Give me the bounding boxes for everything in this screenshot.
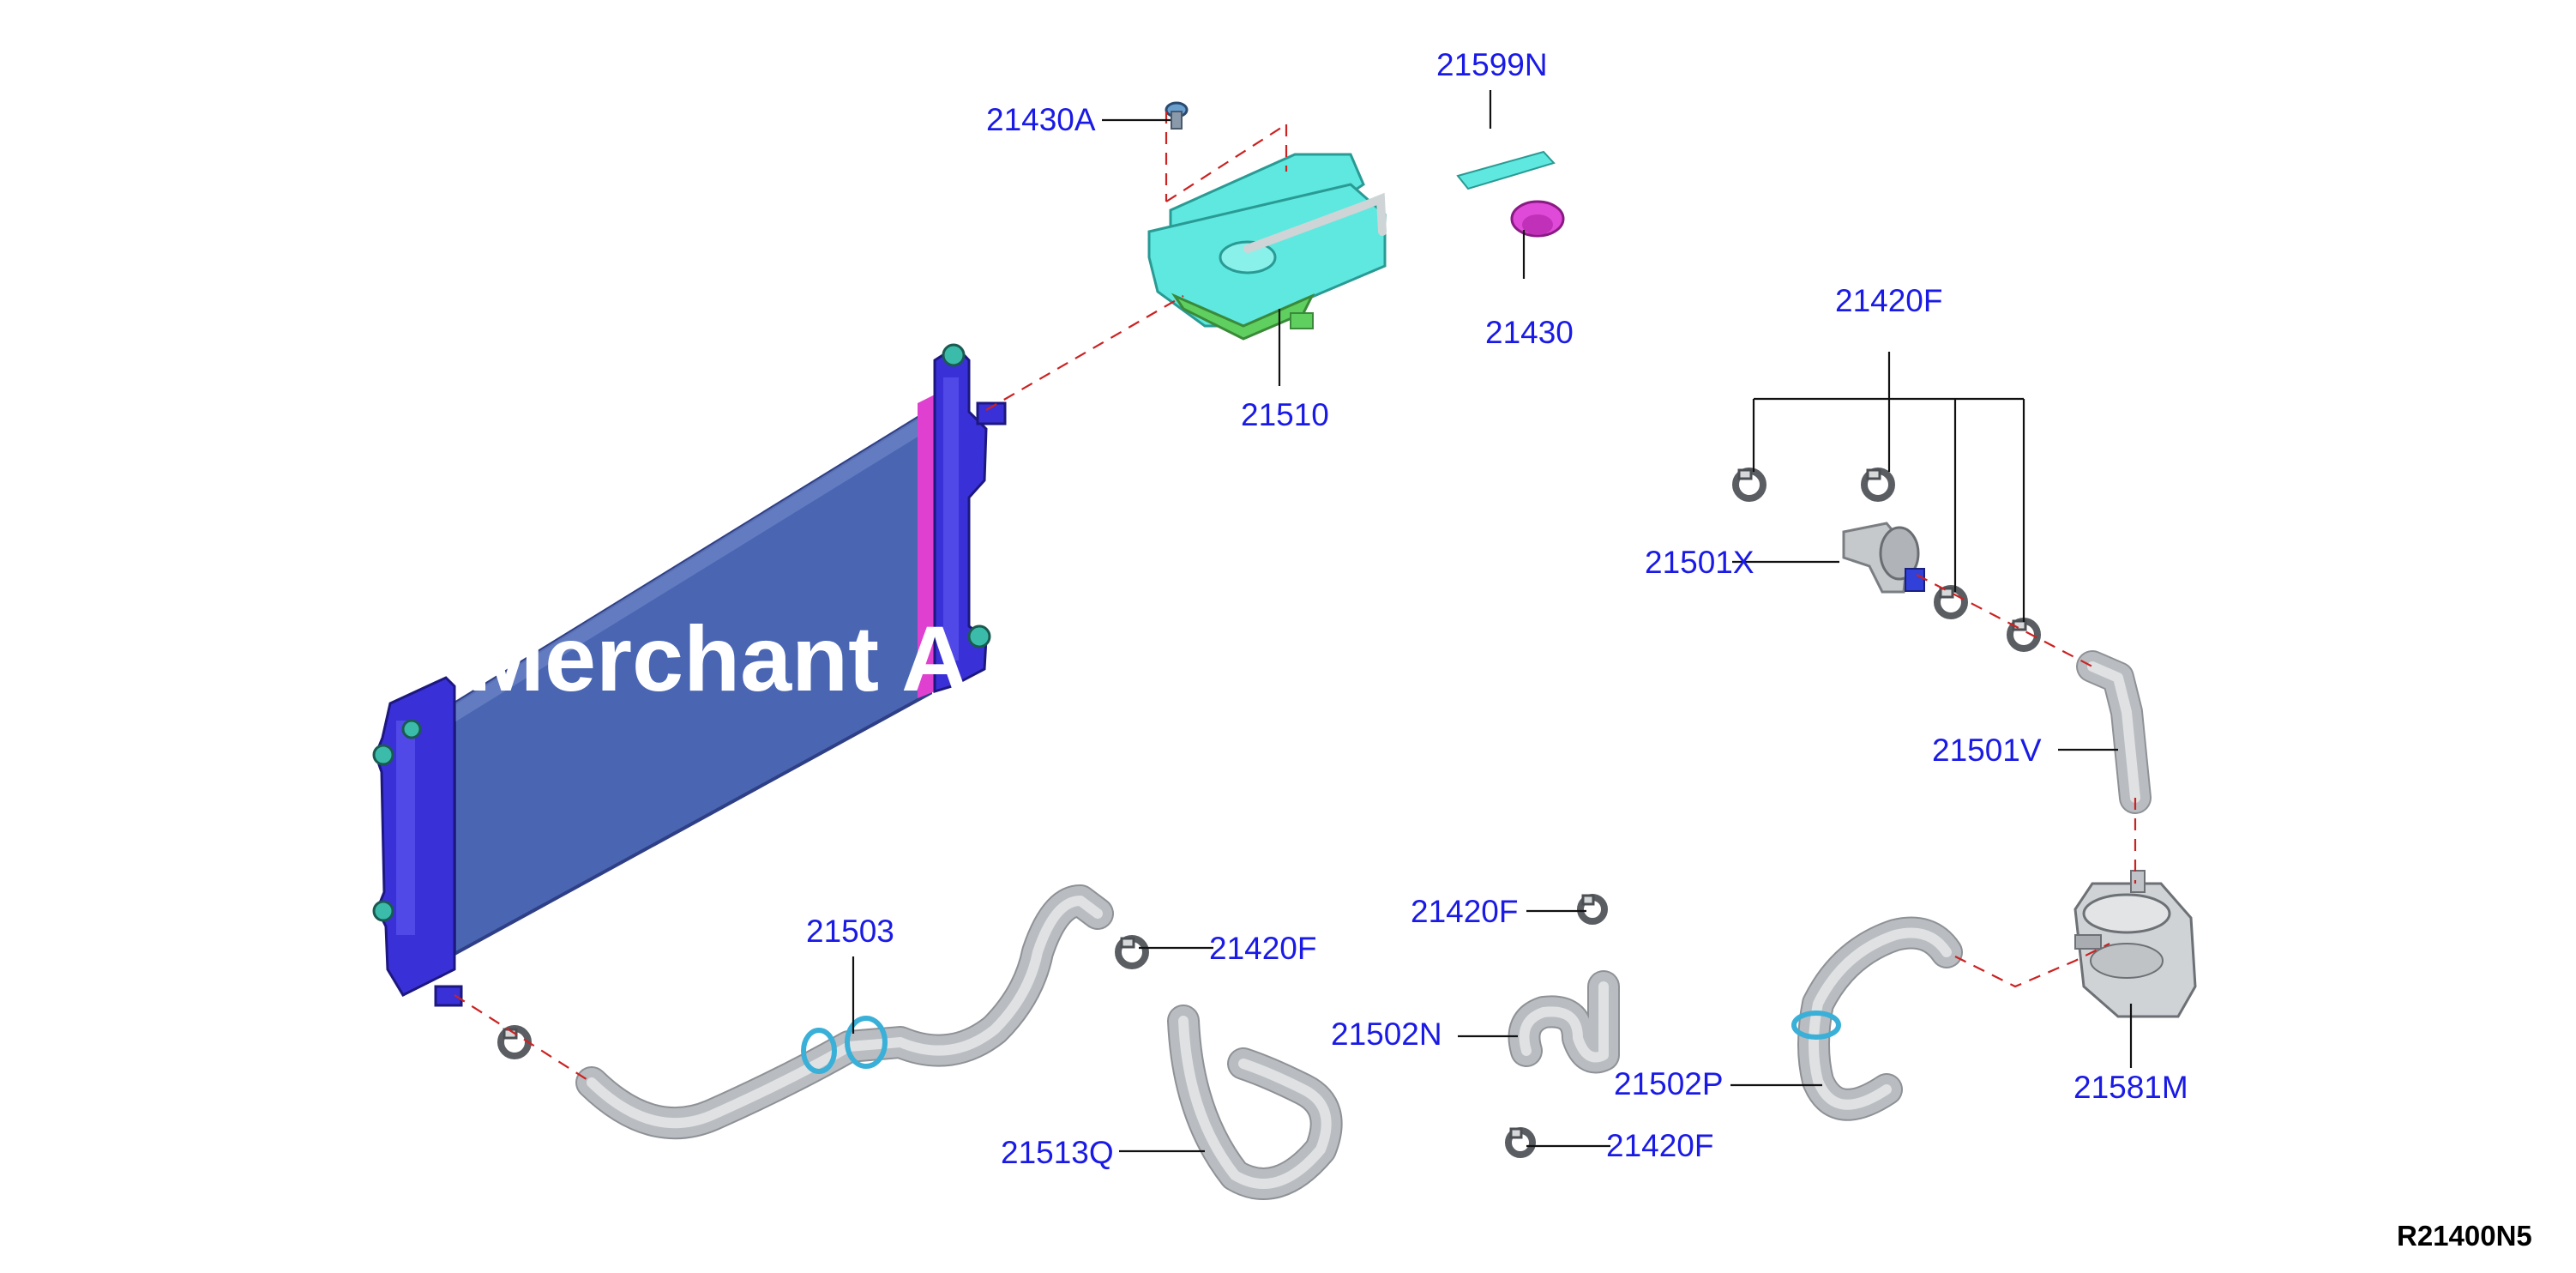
hose-21503 — [575, 884, 1114, 1140]
hose-21513q — [1167, 1005, 1343, 1200]
hose-21502n — [1508, 970, 1620, 1074]
part-label-21420f-top[interactable]: 21420F — [1835, 283, 1943, 318]
clamp-group — [497, 468, 2041, 1158]
part-label-21599n[interactable]: 21599N — [1436, 47, 1548, 82]
part-label-21502n[interactable]: 21502N — [1331, 1017, 1442, 1052]
reservoir-tank — [1147, 153, 1387, 341]
part-label-21420f-mid[interactable]: 21420F — [1411, 894, 1519, 929]
part-label-21581m[interactable]: 21581M — [2073, 1070, 2188, 1105]
label-sticker-21599n — [1456, 150, 1556, 190]
hose-21502p — [1791, 916, 1963, 1121]
bolt-21430a — [1165, 101, 1189, 130]
fitting-21501x — [1842, 522, 1925, 594]
part-label-21430[interactable]: 21430 — [1485, 315, 1574, 350]
part-label-21501v[interactable]: 21501V — [1932, 733, 2042, 768]
diagram-code: R21400N5 — [2397, 1220, 2532, 1252]
dashed-connection-lines — [454, 112, 2137, 1083]
part-label-21430a[interactable]: 21430A — [986, 102, 1096, 137]
cap-21430 — [1510, 200, 1565, 238]
part-label-21501x[interactable]: 21501X — [1645, 545, 1754, 580]
radiator — [372, 343, 1007, 1007]
part-label-21513q[interactable]: 21513Q — [1001, 1135, 1114, 1170]
leader-lines — [852, 90, 2133, 1153]
hose-21501v — [2076, 650, 2152, 814]
water-pump-21581m — [2073, 870, 2197, 1018]
part-label-21510[interactable]: 21510 — [1241, 397, 1329, 432]
part-label-21503[interactable]: 21503 — [806, 914, 894, 949]
part-label-21502p[interactable]: 21502P — [1614, 1066, 1724, 1101]
part-label-21420f-bottom[interactable]: 21420F — [1606, 1128, 1714, 1163]
watermark: Merchant A — [467, 606, 968, 710]
part-label-21420f-mid-left[interactable]: 21420F — [1209, 931, 1317, 966]
